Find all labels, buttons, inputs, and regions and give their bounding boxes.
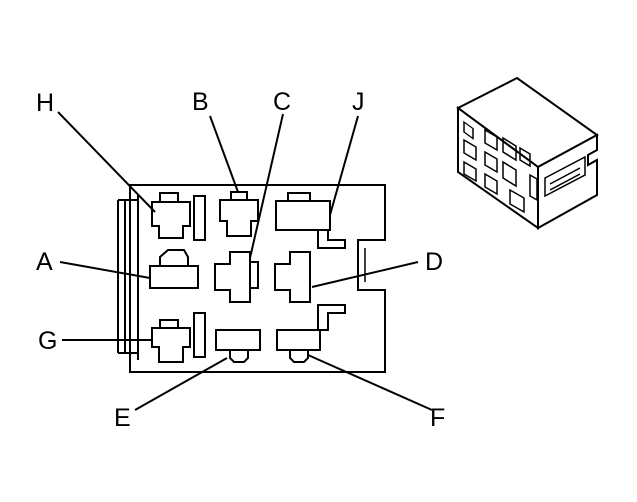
keying-slot-bottom [193, 312, 206, 358]
terminal-h [151, 192, 191, 239]
label-j: J [352, 88, 365, 116]
label-f: F [430, 404, 445, 432]
label-g: G [38, 327, 57, 355]
label-e: E [114, 404, 131, 432]
terminal-d [274, 251, 311, 303]
terminal-a [149, 249, 199, 289]
terminal-c [214, 251, 259, 303]
terminal-e [215, 329, 261, 363]
terminal-b [219, 191, 259, 237]
label-b: B [192, 88, 209, 116]
connector-isometric-view [456, 76, 599, 230]
terminal-g [151, 319, 191, 363]
terminal-j [275, 192, 346, 249]
label-d: D [425, 248, 443, 276]
terminal-f [276, 304, 346, 363]
keying-slot-top [193, 195, 206, 241]
label-c: C [273, 88, 291, 116]
label-h: H [36, 89, 54, 117]
leader-lines [57, 111, 433, 411]
label-a: A [36, 248, 53, 276]
